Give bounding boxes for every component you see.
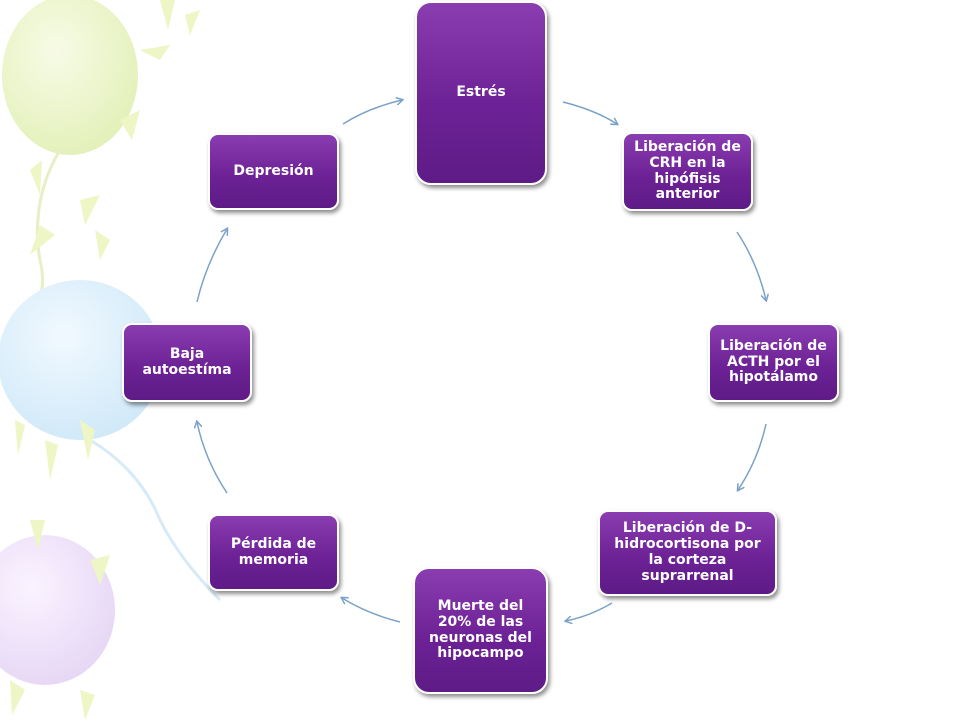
node-estres: Estrés	[415, 1, 547, 185]
node-label: Baja autoestíma	[142, 345, 232, 378]
node-label: Estrés	[456, 84, 506, 101]
arrow-estres-to-crh	[562, 101, 617, 124]
sun-rays	[10, 0, 200, 720]
balloon-blue	[0, 280, 222, 602]
balloon-purple	[0, 535, 115, 685]
arrow-hidrocortisona-to-neuronas	[566, 602, 613, 621]
node-label: Liberación de D-hidrocortisona por la co…	[614, 520, 761, 584]
node-crh: Liberación de CRH en la hipófisis anteri…	[622, 132, 753, 211]
node-label: Pérdida de memoria	[230, 535, 317, 568]
node-label: Muerte del 20% de las neuronas del hipoc…	[429, 597, 532, 662]
node-depresion: Depresión	[208, 133, 339, 210]
node-label: Liberación de ACTH por el hipotálamo	[720, 337, 827, 386]
node-label: Liberación de CRH en la hipófisis anteri…	[634, 138, 741, 203]
arrow-depresion-to-estres	[342, 100, 402, 125]
arrow-memoria-to-autoestima	[197, 422, 228, 494]
arrow-neuronas-to-memoria	[342, 598, 401, 623]
node-autoestima: Baja autoestíma	[122, 323, 252, 402]
node-acth: Liberación de ACTH por el hipotálamo	[708, 323, 839, 402]
node-memoria: Pérdida de memoria	[208, 514, 339, 591]
node-label: Depresión	[233, 162, 314, 179]
arrow-acth-to-hidrocortisona	[738, 423, 767, 490]
node-neuronas: Muerte del 20% de las neuronas del hipoc…	[413, 567, 548, 694]
node-hidrocortisona: Liberación de D-hidrocortisona por la co…	[598, 510, 777, 596]
arrow-crh-to-acth	[736, 231, 766, 300]
arrow-autoestima-to-depresion	[196, 229, 227, 303]
